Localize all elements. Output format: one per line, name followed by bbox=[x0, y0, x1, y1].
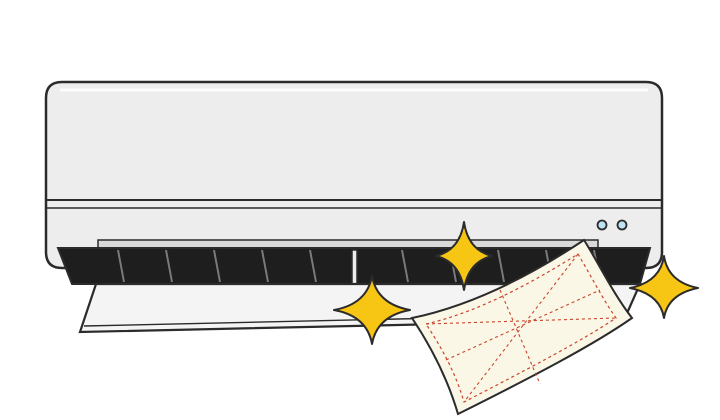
ac-unit bbox=[44, 80, 664, 270]
indicator-light-icon bbox=[616, 219, 628, 231]
sparkle-icon bbox=[333, 275, 411, 345]
cloth-stitch-cross-b bbox=[463, 253, 579, 403]
cloth-stitch-cross-c bbox=[499, 289, 541, 385]
indicator-light-icon bbox=[596, 219, 608, 231]
vent-lip bbox=[97, 239, 599, 249]
ac-vent bbox=[56, 247, 652, 295]
sparkle-icon bbox=[435, 221, 493, 291]
cloth-stitch-cross-a bbox=[425, 317, 617, 325]
ac-body bbox=[44, 80, 664, 270]
cloth-stitch-cross-d bbox=[445, 289, 601, 361]
cleaning-cloth bbox=[410, 238, 634, 416]
cloth-stitching bbox=[425, 253, 617, 403]
sparkle-icon bbox=[629, 255, 699, 319]
